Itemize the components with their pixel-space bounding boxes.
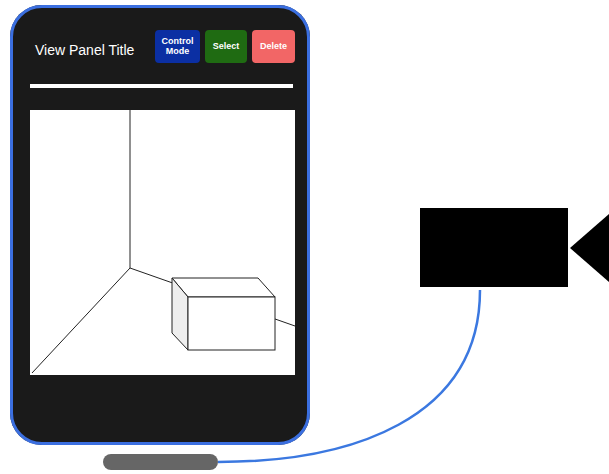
box-3d (172, 278, 275, 350)
button-label: Control Mode (158, 37, 197, 57)
panel-title: View Panel Title (35, 42, 134, 58)
camera-lens (570, 214, 609, 282)
camera-body (420, 208, 568, 287)
delete-button: Delete (252, 30, 295, 63)
divider-line (30, 84, 293, 88)
button-label: Select (213, 42, 240, 52)
view-area (30, 110, 295, 375)
connector-bar (103, 454, 218, 470)
select-button: Select (205, 30, 247, 63)
room-lines (32, 110, 295, 373)
cable (218, 290, 480, 462)
device-panel: View Panel Title Control Mode Select Delete (10, 5, 310, 445)
button-label: Delete (260, 42, 287, 52)
device-body (10, 5, 310, 445)
mode-button: Control Mode (155, 30, 200, 63)
